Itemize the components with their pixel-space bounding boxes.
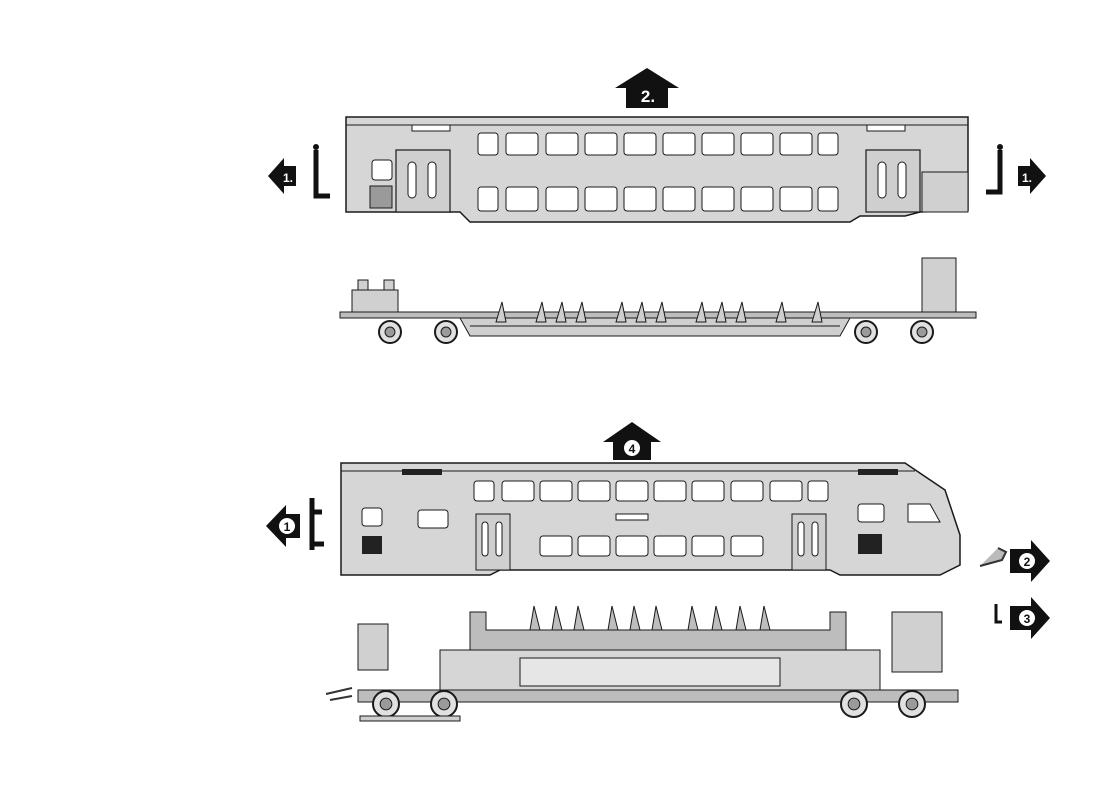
- window: [585, 187, 617, 211]
- roof-vent: [402, 469, 442, 475]
- window: [808, 481, 828, 501]
- step-1-label-left: 1.: [283, 171, 293, 185]
- step-1-right-arrow: 1.: [1018, 158, 1046, 194]
- seat-partition: [712, 606, 722, 630]
- step-4-up-arrow: 4: [603, 422, 661, 460]
- window: [663, 133, 695, 155]
- window: [692, 481, 724, 501]
- coupler-left: [326, 688, 352, 700]
- window: [585, 133, 617, 155]
- step-2-label: 2.: [641, 87, 655, 106]
- window: [616, 536, 648, 556]
- wheel-hub: [385, 327, 395, 337]
- wheel-hub: [848, 698, 860, 710]
- step-3-right-arrow: 3: [1010, 597, 1050, 639]
- step-3-label: 3: [1024, 612, 1031, 626]
- handrail-left: [312, 498, 324, 550]
- seat-partition: [652, 606, 662, 630]
- wheel-hub: [441, 327, 451, 337]
- window: [624, 187, 656, 211]
- window: [741, 133, 773, 155]
- lower-wagon-assembly: 4 1: [266, 422, 1050, 721]
- roof-vent: [858, 469, 898, 475]
- window: [578, 536, 610, 556]
- seat-partition: [688, 606, 698, 630]
- roof-vent: [867, 125, 905, 131]
- step-2-right-arrow: 2: [1010, 540, 1050, 582]
- wheel-hub: [917, 327, 927, 337]
- step-1-label-right: 1.: [1022, 171, 1032, 185]
- window: [540, 536, 572, 556]
- window: [540, 481, 572, 501]
- seat-partition: [630, 606, 640, 630]
- seat-partition: [574, 606, 584, 630]
- upper-wagon-body-shell: [346, 117, 968, 222]
- step-1-left-arrow: 1.: [268, 158, 296, 194]
- window: [502, 481, 534, 501]
- seat-partition: [760, 606, 770, 630]
- upper-wagon-chassis: [340, 258, 976, 343]
- window: [731, 481, 763, 501]
- lower-wagon-chassis: [326, 606, 958, 721]
- handrail-right: [986, 150, 1000, 192]
- window: [478, 187, 498, 211]
- wheel-hub: [438, 698, 450, 710]
- window: [731, 536, 763, 556]
- window: [578, 481, 610, 501]
- step-2-up-arrow: 2.: [615, 68, 679, 108]
- window: [818, 133, 838, 155]
- step-4-label: 4: [629, 442, 636, 456]
- door-right: [792, 514, 826, 570]
- lower-wagon-body-shell: [341, 463, 960, 575]
- door-left: [476, 514, 510, 570]
- step-1-left-arrow-lower: 1: [266, 505, 300, 547]
- seat-partition: [736, 606, 746, 630]
- window: [780, 187, 812, 211]
- small-handrail: [996, 604, 1002, 622]
- window: [654, 536, 686, 556]
- seat-partition: [608, 606, 618, 630]
- window: [478, 133, 498, 155]
- coupler-part: [980, 548, 1006, 566]
- door-left: [396, 150, 450, 212]
- window: [692, 536, 724, 556]
- window: [474, 481, 494, 501]
- step-1-label-lower: 1: [284, 520, 291, 534]
- step-2-label: 2: [1024, 555, 1031, 569]
- window: [741, 187, 773, 211]
- window: [654, 481, 686, 501]
- window: [506, 187, 538, 211]
- window: [702, 133, 734, 155]
- window: [818, 187, 838, 211]
- window: [624, 133, 656, 155]
- grille: [370, 186, 392, 208]
- upper-wagon-assembly: 2. 1.: [268, 68, 1046, 343]
- window: [702, 187, 734, 211]
- handrail-left: [316, 150, 330, 196]
- window: [770, 481, 802, 501]
- window: [663, 187, 695, 211]
- door-right: [866, 150, 920, 212]
- wheel-hub: [906, 698, 918, 710]
- window: [506, 133, 538, 155]
- roof-vent: [412, 125, 450, 131]
- seat-partition: [552, 606, 562, 630]
- window: [546, 133, 578, 155]
- window: [546, 187, 578, 211]
- wheel-hub: [861, 327, 871, 337]
- seat-partitions: [530, 606, 770, 630]
- seat-partition: [530, 606, 540, 630]
- window: [616, 481, 648, 501]
- wheel-hub: [380, 698, 392, 710]
- window: [780, 133, 812, 155]
